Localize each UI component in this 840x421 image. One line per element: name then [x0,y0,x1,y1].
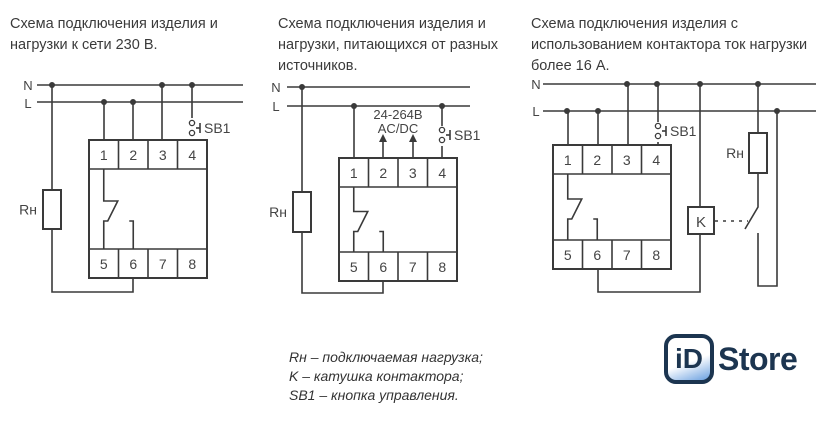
l-label: L [272,99,279,114]
diagram-3-title: Схема подключения изделия с использовани… [531,16,808,74]
legend: Rн – подключаемая нагрузка; K – катушка … [289,348,483,405]
terminal-6: 6 [129,256,137,272]
terminal-5: 5 [100,256,108,272]
wire [597,234,701,293]
terminal-1: 1 [564,152,572,168]
terminal-5: 5 [564,247,572,263]
terminal-1: 1 [100,147,108,163]
sb1-label: SB1 [670,123,697,139]
supply-voltage-label: 24-264В [373,107,422,122]
load-resistor [748,132,768,174]
n-label: N [271,80,280,95]
arrow-icon [409,134,417,142]
relay-contact [379,230,385,252]
terminal-3: 3 [623,152,631,168]
terminal-6: 6 [593,247,601,263]
relay-contact [352,187,370,252]
idstore-logo: iD Store [664,334,798,384]
load-resistor [42,189,62,230]
junction-dot [564,108,570,114]
rh-label: Rн [269,204,287,220]
legend-k: K – катушка контактора; [289,368,464,384]
terminal-8: 8 [188,256,196,272]
terminal-2: 2 [379,165,387,181]
relay-contact [593,218,599,240]
wire [757,111,778,287]
contactor-contact [744,173,759,230]
terminal-8: 8 [438,259,446,275]
terminal-4: 4 [652,152,660,168]
logo-badge: iD [664,334,714,384]
n-label: N [23,78,32,93]
l-label: L [532,104,539,119]
relay-contact [102,169,120,249]
legend-sb1: SB1 – кнопка управления. [289,387,459,403]
terminal-5: 5 [350,259,358,275]
rh-label: Rн [19,202,37,218]
rh-label: Rн [726,145,744,161]
junction-dot [624,81,630,87]
diagram-1-title: Схема подключения изделия и нагрузки к с… [10,16,218,53]
legend-rh: Rн – подключаемая нагрузка; [289,349,483,365]
relay-contact [129,220,135,249]
diagram-2-title: Схема подключения изделия и нагрузки, пи… [278,16,498,74]
sb1-contact [188,129,196,137]
sb1-label: SB1 [454,127,481,143]
terminal-8: 8 [652,247,660,263]
n-label: N [531,77,540,92]
terminal-7: 7 [409,259,417,275]
terminal-4: 4 [188,147,196,163]
terminal-2: 2 [593,152,601,168]
sb1-label: SB1 [204,120,231,136]
sb1-contact [654,122,662,130]
sb1-contact [438,126,446,134]
logo-text: Store [718,340,798,377]
junction-dot [654,81,660,87]
contactor-coil [687,206,715,235]
k-label: K [696,214,706,231]
terminal-4: 4 [438,165,446,181]
terminal-2: 2 [129,147,137,163]
terminal-1: 1 [350,165,358,181]
terminal-7: 7 [159,256,167,272]
sb1-contact [438,136,446,144]
terminal-7: 7 [623,247,631,263]
terminal-3: 3 [159,147,167,163]
wire [301,232,384,294]
arrow-icon [379,134,387,142]
sb1-contact [654,132,662,140]
supply-type-label: AC/DC [378,121,418,136]
relay-contact [566,174,584,240]
l-label: L [24,96,31,111]
terminal-6: 6 [379,259,387,275]
wire [51,229,134,293]
terminal-3: 3 [409,165,417,181]
load-resistor [292,191,312,233]
sb1-contact [188,119,196,127]
